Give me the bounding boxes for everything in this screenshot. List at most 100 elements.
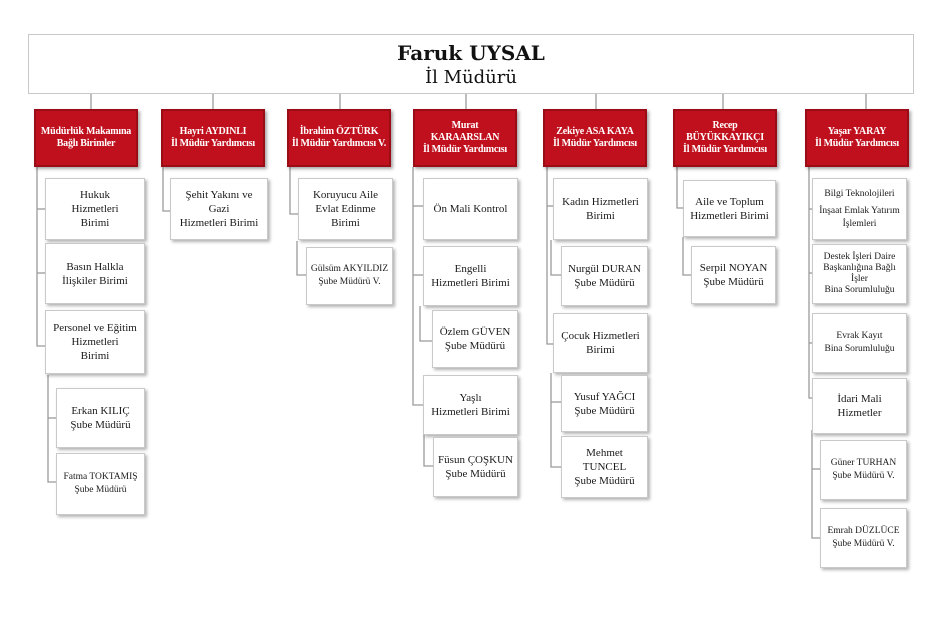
node-line: Hizmetler xyxy=(837,407,882,419)
node-line: Şube Müdürü xyxy=(445,468,506,480)
node-line: Çocuk Hizmetleri xyxy=(561,330,640,342)
node-line: Şehit Yakını ve xyxy=(185,189,253,201)
node-line: Personel ve Eğitim xyxy=(53,322,137,334)
node-line: Şube Müdürü xyxy=(574,277,635,289)
node-line: Başkanlığına Bağlı xyxy=(823,263,896,273)
node-line: Hizmetleri Birimi xyxy=(690,209,769,222)
node-line: Yaşlı xyxy=(459,392,482,404)
node-line: Bina Sorumluluğu xyxy=(824,285,895,295)
node-line: Füsun ÇOŞKUN xyxy=(438,454,513,466)
node-destek-isleri: Destek İşleri Daire Başkanlığına Bağlı İ… xyxy=(812,244,907,304)
node-line: Şube Müdürü xyxy=(74,485,127,495)
node-fatma-toktamis: Fatma TOKTAMIŞ Şube Müdürü xyxy=(56,453,145,515)
node-line: Hizmetleri Birimi xyxy=(179,217,259,229)
head-line: Yaşar YARAY xyxy=(827,126,887,137)
node-line: Koruyucu Aile xyxy=(312,189,379,201)
head-zekiye-asa-kaya: Zekiye ASA KAYA İl Müdür Yardımcısı xyxy=(543,109,647,167)
node-line: Gazi xyxy=(208,203,230,215)
node-personel-egitim: Personel ve Eğitim Hizmetleri Birimi xyxy=(45,310,145,374)
node-nurgul-duran: Nurgül DURAN Şube Müdürü xyxy=(561,246,648,306)
head-line: İl Müdür Yardımcısı xyxy=(553,138,637,149)
node-fusun-coskun: Füsun ÇOŞKUN Şube Müdürü xyxy=(433,437,518,497)
head-line: Bağlı Birimler xyxy=(56,138,116,149)
node-idari-mali-hizmetler: İdari Mali Hizmetler xyxy=(812,378,907,434)
node-line: Evlat Edinme xyxy=(315,203,376,215)
node-kadin-hizmetleri: Kadın Hizmetleri Birimi xyxy=(553,178,648,240)
head-line: İl Müdür Yardımcısı xyxy=(815,138,899,149)
node-line: Şube Müdürü xyxy=(574,475,635,487)
node-yasli-hizmetleri: Yaşlı Hizmetleri Birimi xyxy=(423,375,518,435)
node-emrah-duzluce: Emrah DÜZLÜCE Şube Müdürü V. xyxy=(820,508,907,568)
head-yasar-yaray: Yaşar YARAY İl Müdür Yardımcısı xyxy=(805,109,909,167)
node-basin-halkla-iliskiler: Basın Halkla İlişkiler Birimi xyxy=(45,243,145,304)
node-line: Birimi xyxy=(586,210,615,222)
node-line: Destek İşleri Daire xyxy=(823,252,896,262)
node-line: Serpil NOYAN xyxy=(699,262,768,274)
node-guner-turhan: Güner TURHAN Şube Müdürü V. xyxy=(820,440,907,500)
node-line: Basın Halkla xyxy=(66,260,124,273)
node-line: İlişkiler Birimi xyxy=(62,274,128,287)
node-line: Gülsüm AKYILDIZ xyxy=(310,264,389,274)
head-line: KARAARSLAN xyxy=(430,132,500,143)
node-engelli-hizmetleri: Engelli Hizmetleri Birimi xyxy=(423,246,518,306)
node-line: Şube Müdürü xyxy=(574,404,635,417)
node-evrak-kayit: Evrak Kayıt Bina Sorumluluğu xyxy=(812,313,907,373)
node-hukuk-hizmetleri: Hukuk Hizmetleri Birimi xyxy=(45,178,145,240)
node-line: Yusuf YAĞCI xyxy=(573,390,636,403)
node-gulsum-akyildiz: Gülsüm AKYILDIZ Şube Müdürü V. xyxy=(306,247,393,305)
head-mudurluk-makamina: Müdürlük Makamına Bağlı Birimler xyxy=(34,109,138,167)
node-line: Birimi xyxy=(586,344,615,356)
node-erkan-kilic: Erkan KILIÇ Şube Müdürü xyxy=(56,388,145,448)
node-line: Engelli xyxy=(454,263,487,275)
head-line: İbrahim ÖZTÜRK xyxy=(299,126,379,137)
node-cocuk-hizmetleri: Çocuk Hizmetleri Birimi xyxy=(553,313,648,373)
node-line: Evrak Kayıt xyxy=(836,331,883,341)
head-line: Hayri AYDINLI xyxy=(179,126,247,137)
head-line: İl Müdür Yardımcısı V. xyxy=(291,138,387,149)
node-line: Birimi xyxy=(331,217,360,229)
node-line: İnşaat Emlak Yatırım xyxy=(819,205,900,216)
director-title: İl Müdürü xyxy=(425,67,517,88)
head-line: İl Müdür Yardımcısı xyxy=(423,144,507,155)
node-bilgi-teknolojileri: Bilgi Teknolojileri İnşaat Emlak Yatırım… xyxy=(812,178,907,240)
node-line: Şube Müdürü xyxy=(70,419,131,431)
node-line: TUNCEL xyxy=(582,461,627,473)
node-line: İşler xyxy=(851,274,868,284)
head-line: İl Müdür Yardımcısı xyxy=(171,138,255,149)
node-line: Hizmetleri xyxy=(71,203,119,215)
node-line: Şube Müdürü V. xyxy=(832,539,895,549)
node-line: İşlemleri xyxy=(842,218,877,229)
director-box: Faruk UYSAL İl Müdürü xyxy=(28,34,914,94)
node-line: Şube Müdürü xyxy=(703,276,764,288)
head-line: Murat xyxy=(451,120,479,131)
node-line: Birimi xyxy=(80,217,110,229)
node-line: İdari Mali xyxy=(837,393,882,405)
head-murat-karaarslan: Murat KARAARSLAN İl Müdür Yardımcısı xyxy=(413,109,517,167)
node-line: Bilgi Teknolojileri xyxy=(824,188,895,199)
node-line: Ön Mali Kontrol xyxy=(433,203,508,215)
node-line: Kadın Hizmetleri xyxy=(562,196,639,208)
node-ozlem-guven: Özlem GÜVEN Şube Müdürü xyxy=(432,310,518,368)
node-line: Erkan KILIÇ xyxy=(71,405,130,417)
node-line: Aile ve Toplum xyxy=(695,195,764,208)
node-on-mali-kontrol: Ön Mali Kontrol xyxy=(423,178,518,240)
node-line: Güner TURHAN xyxy=(830,458,897,468)
node-line: Fatma TOKTAMIŞ xyxy=(63,472,138,482)
head-line: Müdürlük Makamına xyxy=(40,126,132,137)
node-line: Şube Müdürü V. xyxy=(318,277,381,287)
node-serpil-noyan: Serpil NOYAN Şube Müdürü xyxy=(691,246,776,304)
node-line: Hizmetleri Birimi xyxy=(431,406,510,418)
head-line: İl Müdür Yardımcısı xyxy=(683,144,767,155)
node-line: Hizmetleri Birimi xyxy=(431,277,510,289)
head-hayri-aydinli: Hayri AYDINLI İl Müdür Yardımcısı xyxy=(161,109,265,167)
head-line: Zekiye ASA KAYA xyxy=(556,126,634,137)
node-line: Nurgül DURAN xyxy=(568,263,641,275)
node-line: Şube Müdürü xyxy=(444,340,506,352)
node-sehit-yakini-gazi: Şehit Yakını ve Gazi Hizmetleri Birimi xyxy=(170,178,268,240)
node-line: Hukuk xyxy=(80,189,110,201)
node-line: Bina Sorumluluğu xyxy=(824,344,895,354)
node-line: Hizmetleri xyxy=(71,336,119,348)
node-line: Özlem GÜVEN xyxy=(439,326,511,338)
head-recep-buyukkayikci: Recep BÜYÜKKAYIKÇI İl Müdür Yardımcısı xyxy=(673,109,777,167)
